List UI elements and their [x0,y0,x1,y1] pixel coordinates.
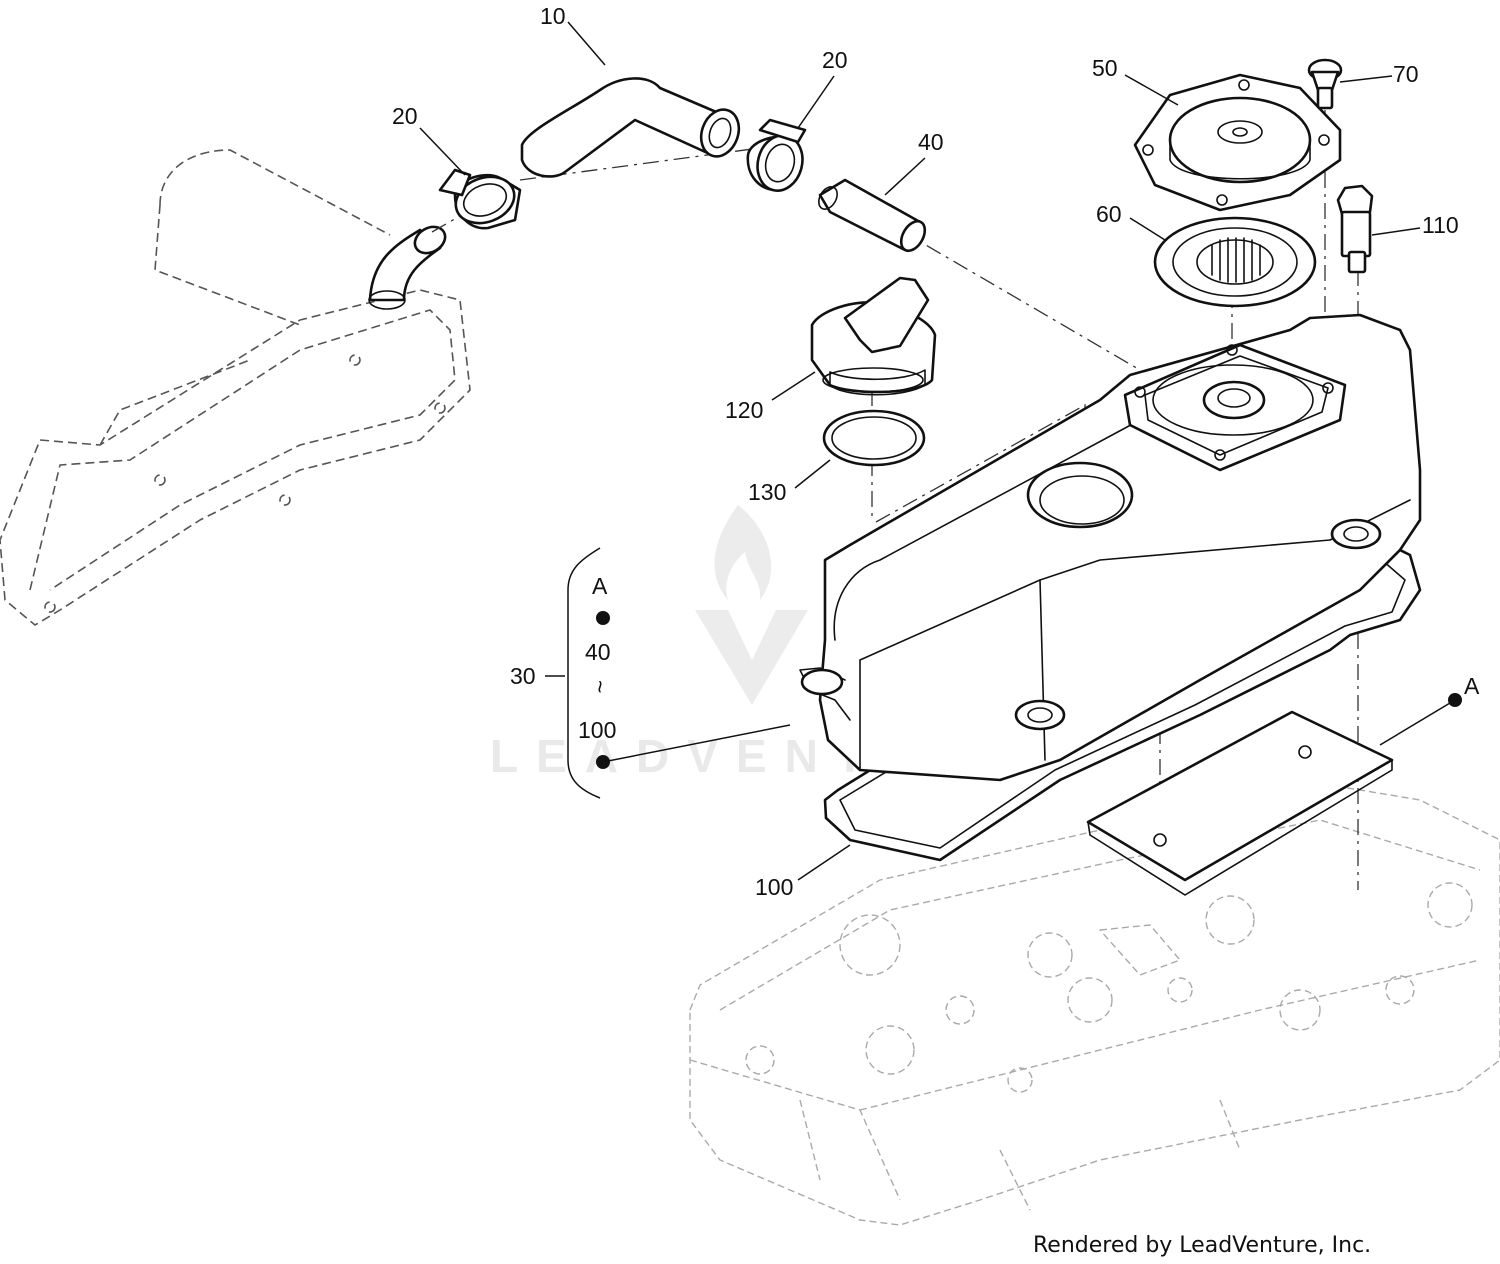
screw-70 [1307,58,1343,110]
kit-range-end: 100 [578,717,616,743]
callout-20-left: 20 [392,103,418,129]
callout-50: 50 [1092,55,1118,81]
hose-clamp-left [438,168,522,230]
oil-filler-cap [810,276,937,396]
cylinder-head-ghost [689,779,1500,1226]
o-ring [822,409,926,467]
callout-a-right: A [1464,673,1480,699]
breather-hose [520,77,741,178]
baffle-plate [1086,710,1394,896]
breather-cover [1133,73,1342,212]
intake-manifold-ghost [0,149,471,626]
callout-100: 100 [755,874,793,900]
callout-40: 40 [918,129,944,155]
ref-dot-a-right [1448,693,1462,707]
ref-dot-100 [596,755,610,769]
kit-ref-a: A [592,573,608,599]
valve-cover [799,313,1422,782]
breather-pipe [818,178,927,253]
leader-lines [419,21,1456,881]
callout-110: 110 [1422,212,1459,238]
callout-10: 10 [540,3,566,29]
render-credit: Rendered by LeadVenture, Inc. [1033,1233,1371,1258]
hose-clamp-right [746,118,807,192]
callout-70: 70 [1393,61,1419,87]
callout-120: 120 [725,397,763,423]
kit-range-symbol: ~ [587,680,613,693]
bolt-110 [1336,184,1374,274]
callout-20-right: 20 [822,47,848,73]
leadventure-watermark-logo [695,505,808,705]
callout-60: 60 [1096,201,1122,227]
ref-dot-a-left [596,611,610,625]
kit-range-start: 40 [585,639,611,665]
callout-130: 130 [748,479,786,505]
breather-diaphragm [1153,216,1317,308]
callout-30: 30 [510,663,536,689]
